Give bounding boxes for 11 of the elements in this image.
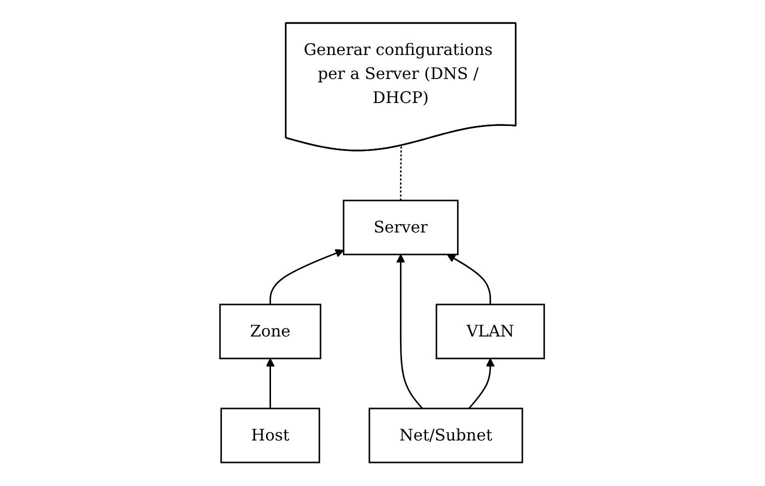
node-box: Zone (220, 304, 322, 360)
node-box: VLAN (436, 304, 546, 360)
node-box: Server (343, 200, 459, 256)
arrow (468, 358, 496, 410)
node-box: Host (220, 408, 321, 464)
arrow (266, 358, 276, 409)
arrow (396, 254, 424, 410)
node-box: Net/Subnet (369, 408, 524, 464)
arrow (447, 254, 492, 305)
arrow (270, 249, 344, 305)
connector (400, 146, 402, 201)
